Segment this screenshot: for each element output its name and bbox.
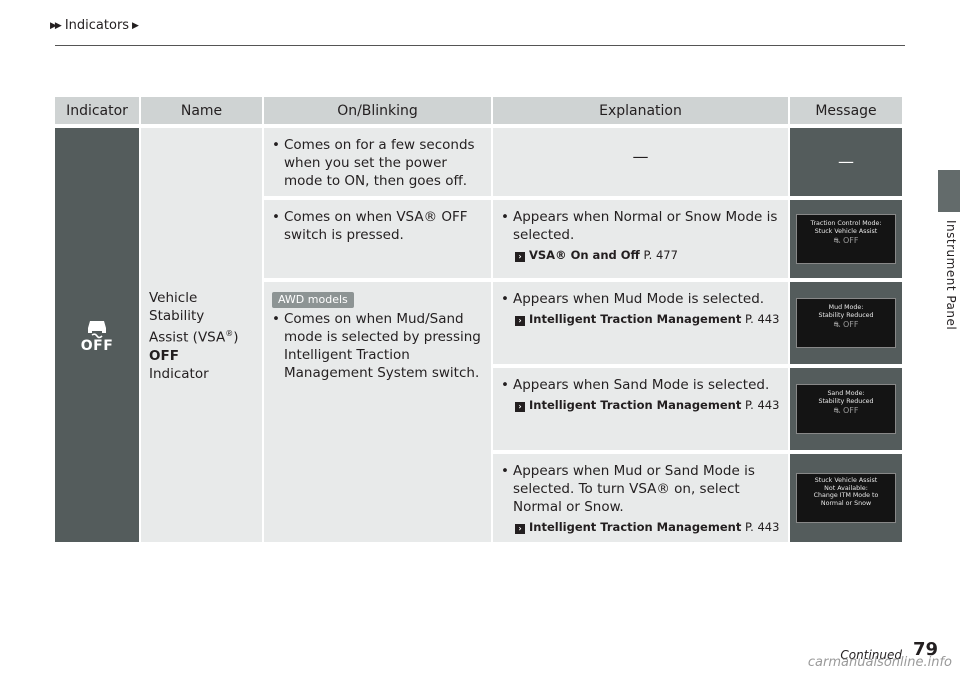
screen-line: Stuck Vehicle Assist: [814, 477, 878, 484]
explanation-text-4: Appears when Sand Mode is selected.: [513, 377, 770, 393]
screen-off-text: OFF: [842, 406, 859, 415]
on-text-2: Comes on when VSA® OFF switch is pressed…: [284, 209, 468, 243]
explanation-cell-3: •Appears when Mud Mode is selected. ›Int…: [493, 278, 790, 364]
header-indicator: Indicator: [55, 97, 141, 124]
reference-title: Intelligent Traction Management: [529, 398, 742, 412]
message-screen: Traction Control Mode: Stuck Vehicle Ass…: [796, 214, 896, 264]
message-cell-1: —: [790, 124, 902, 196]
indicator-icon-cell: OFF: [55, 124, 141, 542]
message-dash: —: [838, 151, 854, 171]
reference-arrow-icon: ›: [515, 252, 525, 262]
message-screen: Sand Mode: Stability Reduced ⛐ OFF: [796, 384, 896, 434]
vsa-off-small-icon: ⛐ OFF: [833, 236, 859, 245]
watermark: carmanualsonline.info: [807, 655, 952, 670]
name-close: ): [233, 329, 239, 346]
explanation-cell-2: •Appears when Normal or Snow Mode is sel…: [493, 196, 790, 278]
breadcrumb-label: Indicators: [64, 18, 130, 33]
page-reference[interactable]: › Intelligent Traction Management P. 443: [515, 396, 780, 414]
table-row: OFF Vehicle Stability Assist (VSA®) OFF …: [55, 124, 902, 542]
reference-title: Intelligent Traction Management: [529, 312, 742, 326]
explanation-cell-1: —: [493, 124, 790, 196]
header-rule: [55, 45, 905, 46]
screen-off-text: OFF: [842, 320, 859, 329]
explanation-text-5: Appears when Mud or Sand Mode is selecte…: [513, 463, 755, 515]
explanation-cell-5: •Appears when Mud or Sand Mode is select…: [493, 450, 790, 542]
table-row: •Appears when Mud or Sand Mode is select…: [55, 450, 902, 542]
reference-title: Intelligent Traction Management: [529, 520, 742, 534]
page-reference[interactable]: › Intelligent Traction Management P. 443: [515, 518, 780, 536]
vsa-off-small-icon: ⛐ OFF: [833, 320, 859, 329]
screen-line: Stuck Vehicle Assist: [814, 227, 878, 235]
header-message: Message: [790, 97, 902, 124]
header-on-blinking: On/Blinking: [264, 97, 493, 124]
indicator-name-cell: Vehicle Stability Assist (VSA®) OFF Indi…: [141, 124, 264, 542]
reference-arrow-icon: ›: [515, 402, 525, 412]
message-cell-4: Sand Mode: Stability Reduced ⛐ OFF: [790, 364, 902, 450]
reference-arrow-icon: ›: [515, 524, 525, 534]
screen-line: Traction Control Mode:: [810, 220, 882, 227]
breadcrumb-arrow-icon: ▶: [131, 20, 139, 31]
screen-line: Mud Mode:: [828, 304, 864, 311]
on-cell-2: •Comes on when VSA® OFF switch is presse…: [264, 196, 493, 278]
page-number: 79: [912, 639, 938, 660]
indicator-off-text: OFF: [80, 338, 114, 354]
name-line2: Assist (VSA: [149, 329, 226, 346]
section-label: Instrument Panel: [944, 220, 958, 331]
screen-line: Change ITM Mode to: [813, 492, 879, 499]
page-reference[interactable]: › Intelligent Traction Management P. 443: [515, 310, 780, 328]
message-screen: Stuck Vehicle Assist Not Available: Chan…: [796, 473, 896, 523]
table-row: •Comes on when VSA® OFF switch is presse…: [55, 196, 902, 278]
message-cell-5: Stuck Vehicle Assist Not Available: Chan…: [790, 450, 902, 542]
screen-line: Normal or Snow: [820, 499, 872, 507]
message-screen: Mud Mode: Stability Reduced ⛐ OFF: [796, 298, 896, 348]
name-line1: Vehicle Stability: [149, 290, 205, 325]
name-off: OFF: [149, 347, 179, 364]
explanation-dash: —: [632, 147, 649, 166]
on-cell-1: •Comes on for a few seconds when you set…: [264, 124, 493, 196]
on-text-1: Comes on for a few seconds when you set …: [284, 137, 475, 189]
message-cell-2: Traction Control Mode: Stuck Vehicle Ass…: [790, 196, 902, 278]
reference-page: P. 443: [744, 398, 780, 412]
reference-page: P. 443: [744, 312, 780, 326]
table-row: AWD models •Comes on when Mud/Sand mode …: [55, 278, 902, 542]
table-row: •Appears when Sand Mode is selected. ›In…: [55, 364, 902, 450]
screen-line: Sand Mode:: [827, 390, 865, 397]
on-cell-3: AWD models •Comes on when Mud/Sand mode …: [264, 278, 493, 542]
reference-title: VSA® On and Off: [529, 248, 640, 262]
explanation-text-2: Appears when Normal or Snow Mode is sele…: [513, 209, 778, 243]
vsa-off-indicator-icon: OFF: [81, 319, 114, 353]
explanation-cell-4: •Appears when Sand Mode is selected. ›In…: [493, 364, 790, 450]
on-text-3: Comes on when Mud/Sand mode is selected …: [284, 311, 481, 381]
header-explanation: Explanation: [493, 97, 790, 124]
continued-label: Continued: [840, 648, 902, 662]
screen-line: Stability Reduced: [818, 311, 874, 319]
reference-page: P. 443: [744, 520, 780, 534]
message-cell-3: Mud Mode: Stability Reduced ⛐ OFF: [790, 278, 902, 364]
indicator-table: Indicator Name On/Blinking Explanation M…: [55, 97, 902, 542]
reference-arrow-icon: ›: [515, 316, 525, 326]
page-reference[interactable]: › VSA® On and Off P. 477: [515, 246, 780, 264]
explanation-text-3: Appears when Mud Mode is selected.: [513, 291, 765, 307]
breadcrumb: ▶▶ Indicators ▶: [50, 18, 140, 33]
section-tab: [938, 170, 960, 212]
name-line3: Indicator: [149, 365, 209, 382]
awd-models-badge: AWD models: [272, 292, 354, 308]
screen-off-text: OFF: [842, 236, 859, 245]
screen-line: Not Available:: [824, 484, 868, 492]
vsa-off-small-icon: ⛐ OFF: [833, 406, 859, 415]
screen-line: Stability Reduced: [818, 397, 874, 405]
reference-page: P. 477: [643, 248, 678, 262]
header-name: Name: [141, 97, 264, 124]
breadcrumb-arrows-icon: ▶▶: [50, 20, 62, 31]
name-reg: ®: [225, 329, 234, 339]
